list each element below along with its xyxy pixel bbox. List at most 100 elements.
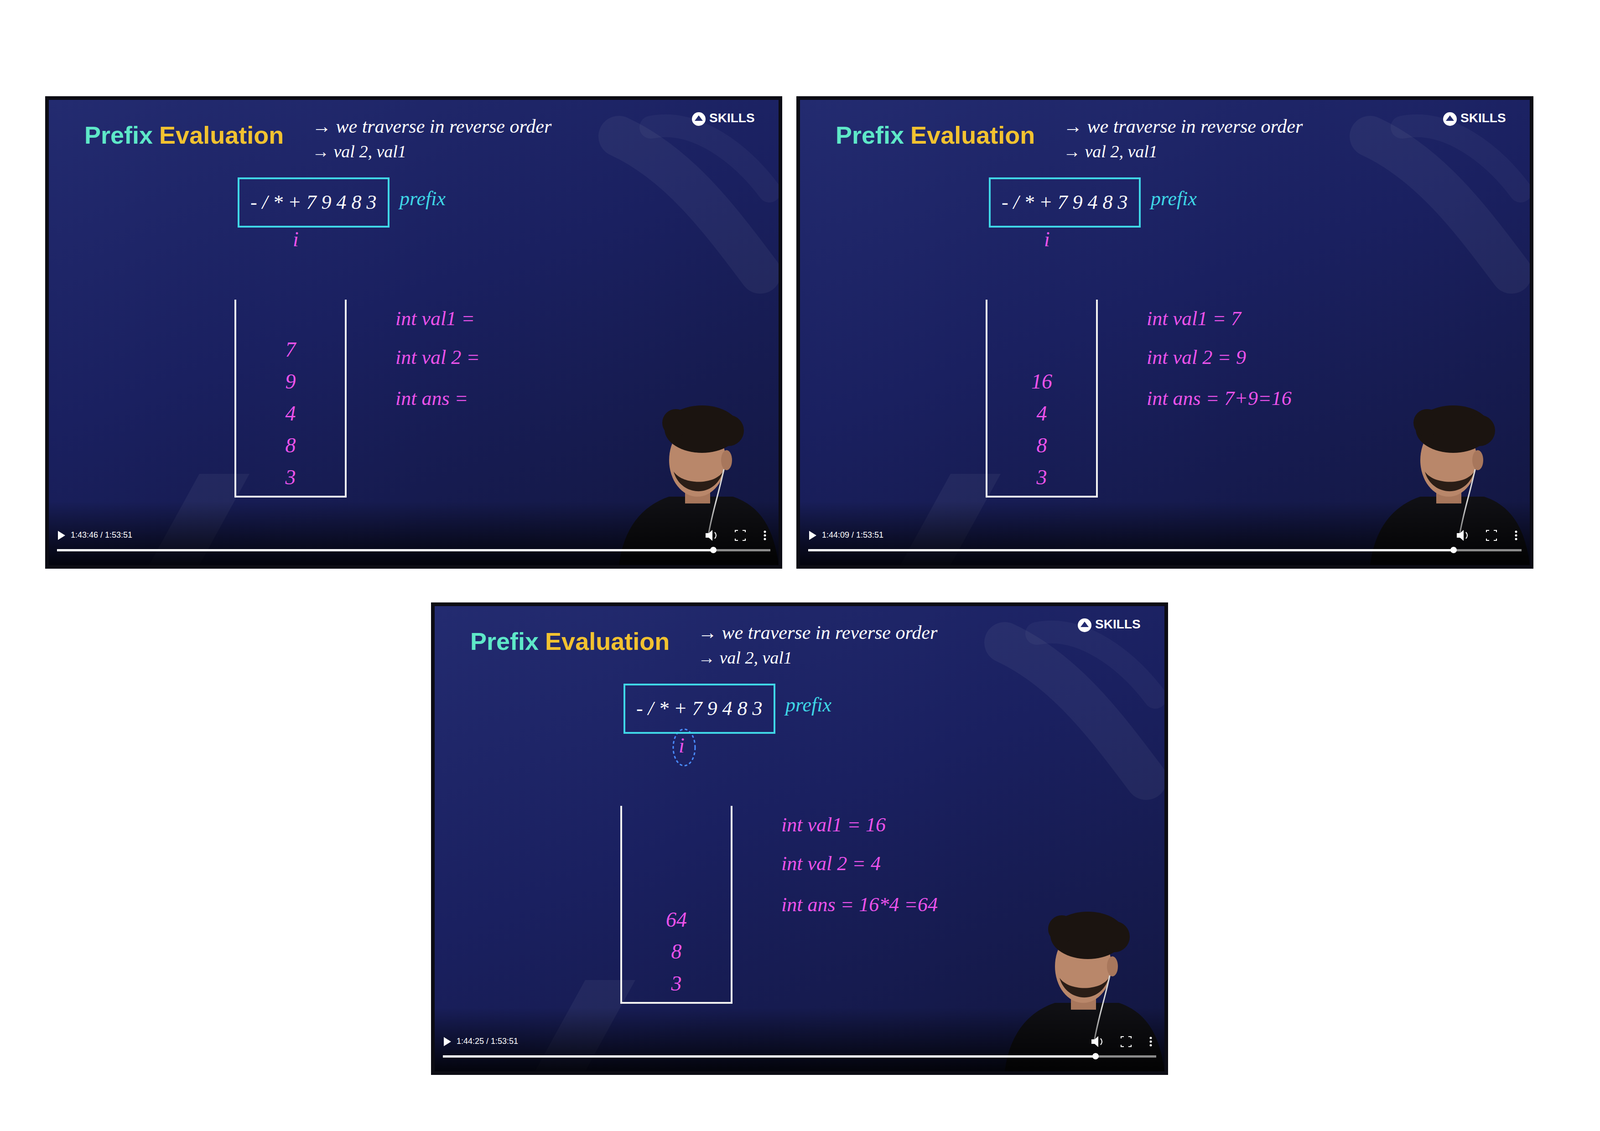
progress-played [57,549,714,552]
title-word: Evaluation [545,627,670,656]
control-bar [48,501,779,566]
presenter-beard [1059,977,1109,998]
note-line: → val 2, val1 [697,648,793,669]
progress-played [442,1055,1096,1058]
volume-wave [1465,532,1468,539]
pointer-i: i [1044,227,1050,252]
stack-value: 4 [236,403,345,425]
note-line: → we traverse in reverse order [697,621,938,644]
volume-wave [1100,1038,1102,1045]
timestamp: 1:44:25 / 1:53:51 [456,1036,519,1047]
title-word: Prefix [835,120,904,150]
variable-line: int val1 = 7 [1146,307,1242,331]
variable-line: int ans = 16*4 =64 [781,893,938,917]
logo-text: SKILLS [1460,110,1507,126]
title-word: Prefix [84,120,153,150]
volume-icon [705,529,713,541]
progress-knob [710,546,717,554]
background-swoosh [1402,125,1521,192]
variable-line: int val1 = [395,307,475,331]
video-frame: PrefixEvaluation → we traverse in reverse… [800,99,1530,566]
title-word: Evaluation [159,120,284,150]
variable-line: int val1 = 16 [781,813,886,837]
logo-icon [1445,115,1455,121]
play-icon [443,1037,452,1047]
logo-text: SKILLS [1095,617,1141,632]
presenter-hair [1048,915,1076,943]
variable-line: int ans = 7+9=16 [1146,387,1292,411]
stack-value: 8 [987,435,1097,457]
note-line: → val 2, val1 [311,141,407,162]
play-icon [809,530,817,541]
fullscreen-icon [735,530,746,541]
control-bar [800,501,1530,566]
variable-line: int ans = [395,387,468,411]
menu-dot [1149,1040,1153,1044]
stack-value: 4 [987,403,1097,425]
notation-label: prefix [399,187,446,211]
volume-icon [1456,529,1464,541]
note-line: → we traverse in reverse order [311,115,552,138]
control-bar [434,1007,1165,1072]
progress-played [808,549,1454,552]
presenter-beard [673,471,723,492]
logo-icon [691,112,706,126]
timestamp: 1:43:46 / 1:53:51 [70,530,133,541]
presenter-ear [1106,956,1118,977]
menu-dot [1515,534,1518,537]
stack-value: 3 [622,973,731,995]
note-line: → we traverse in reverse order [1063,115,1303,138]
stack-value: 64 [622,909,731,931]
progress-knob [1450,546,1457,554]
progress-track [57,549,771,552]
progress-track [808,549,1522,552]
presenter-hair [662,409,690,437]
stack-value: 8 [622,941,731,963]
stack-container: 64 8 3 [620,805,733,1004]
volume-wave [714,532,717,539]
frame-decoration [48,99,779,566]
title-word: Evaluation [910,120,1035,150]
menu-dot [763,530,767,534]
presenter-hair [712,415,744,447]
play-icon [57,530,66,541]
expression-box: - / * + 7 9 4 8 3 [623,683,776,734]
notation-label: prefix [1150,187,1197,211]
fullscreen-icon [1486,530,1497,541]
background-swoosh [650,125,770,192]
pointer-i: i [292,227,299,252]
video-frame: PrefixEvaluation → we traverse in reverse… [434,606,1165,1072]
presenter-ear [1472,450,1484,471]
presenter-hair [1413,409,1441,437]
volume-icon [1091,1036,1099,1048]
stack-value: 8 [236,435,345,457]
notation-label: prefix [785,693,832,717]
progress-knob [1092,1053,1099,1060]
pointer-circle [673,729,696,766]
background-swoosh [1036,632,1156,698]
expression-box: - / * + 7 9 4 8 3 [988,177,1141,228]
presenter-ear [721,450,733,471]
stack-value: 3 [236,467,345,489]
title-word: Prefix [470,627,539,656]
menu-dot [763,534,767,537]
timestamp: 1:44:09 / 1:53:51 [821,530,884,541]
stack-value: 7 [236,339,345,361]
logo-icon [694,115,703,121]
stack-value: 9 [236,371,345,393]
logo-icon [1443,112,1457,126]
prefix-expression: - / * + 7 9 4 8 3 [250,191,377,215]
stack-value: 16 [987,371,1097,393]
pointer-i: i [678,733,685,759]
menu-dot [1515,530,1518,534]
progress-track [442,1055,1157,1058]
variable-line: int val 2 = 9 [1146,346,1247,370]
menu-dot [763,538,767,541]
menu-dot [1149,1037,1153,1040]
logo-icon [1080,621,1089,628]
prefix-expression: - / * + 7 9 4 8 3 [636,697,763,721]
presenter-hair [1464,415,1496,447]
menu-dot [1149,1044,1153,1047]
frame-decoration [800,99,1530,566]
